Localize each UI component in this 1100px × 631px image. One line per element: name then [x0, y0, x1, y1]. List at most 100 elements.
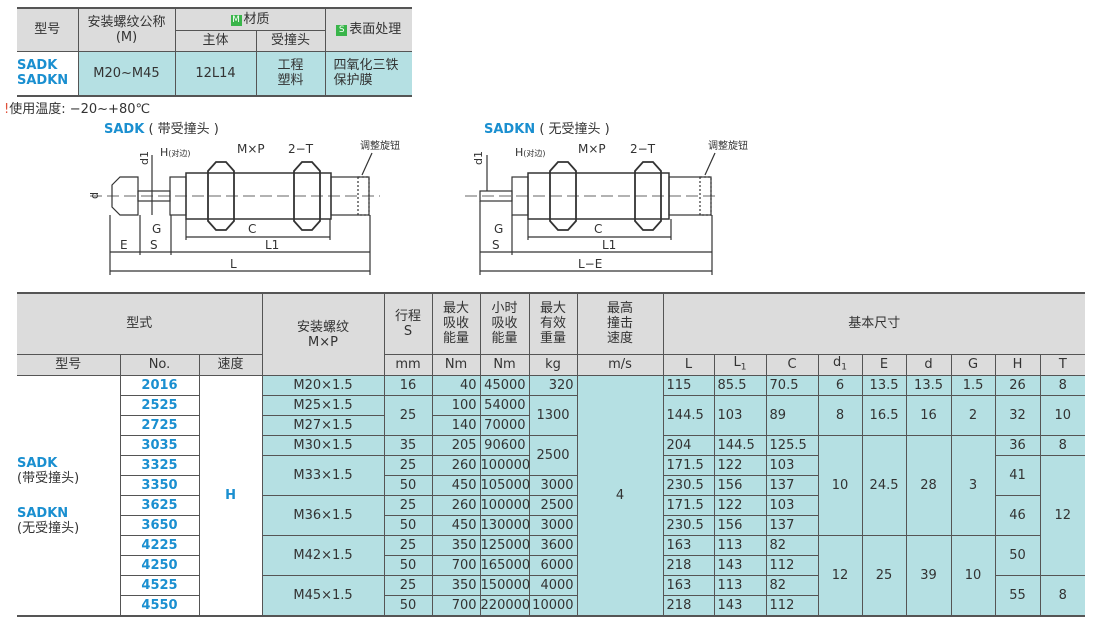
label-e: E: [120, 238, 128, 252]
header-type: 型式: [17, 292, 263, 355]
unit-weight: kg: [528, 353, 578, 377]
no-cell: 3325: [119, 455, 200, 477]
label-l1: L1: [265, 238, 279, 252]
h-cell: 55: [994, 575, 1041, 617]
c-cell: 82: [765, 535, 819, 557]
label-H: H(对边): [160, 146, 191, 159]
no-cell: 4250: [119, 555, 200, 577]
unit-stroke: mm: [383, 353, 433, 377]
c-cell: 112: [765, 555, 819, 577]
stroke-cell: 25: [383, 535, 433, 557]
surface-cell: 四氧化三铁保护膜: [324, 50, 413, 97]
l-cell: 230.5: [662, 475, 715, 497]
e-cell: 16.5: [861, 395, 907, 437]
h-cell: 36: [994, 435, 1041, 457]
l-cell: 230.5: [662, 515, 715, 537]
label-c: C: [248, 222, 256, 236]
energy-cell: 260: [431, 495, 481, 517]
label-l: L: [230, 257, 237, 271]
l-cell: 218: [662, 555, 715, 577]
energy-cell: 700: [431, 595, 481, 617]
weight-cell: 320: [528, 375, 578, 397]
l1-cell: 144.5: [713, 435, 767, 457]
model-name: SADKN: [17, 505, 69, 521]
unit-hour-energy: Nm: [479, 353, 530, 377]
g-cell: 1.5: [950, 375, 996, 397]
l-cell: 204: [662, 435, 715, 457]
hour-cell: 125000: [479, 535, 530, 557]
weight-cell: 2500: [528, 495, 578, 517]
weight-cell: 6000: [528, 555, 578, 577]
energy-cell: 260: [431, 455, 481, 477]
header-dim-c: C: [765, 353, 819, 377]
energy-cell: 350: [431, 535, 481, 557]
header-dimensions: 基本尺寸: [662, 292, 1086, 355]
no-cell: 2725: [119, 415, 200, 437]
weight-cell: 1300: [528, 395, 578, 437]
label-H: H(对边): [515, 146, 546, 159]
l-cell: 144.5: [662, 395, 715, 437]
label-c: C: [594, 222, 602, 236]
weight-cell: 10000: [528, 595, 578, 617]
header-body: 主体: [175, 29, 257, 52]
weight-cell: 4000: [528, 575, 578, 597]
label-d: d: [90, 192, 101, 199]
l1-cell: 103: [713, 395, 767, 437]
energy-cell: 700: [431, 555, 481, 577]
warning-icon: !: [4, 102, 10, 117]
thread-cell: M30×1.5: [261, 435, 385, 457]
energy-cell: 40: [431, 375, 481, 397]
no-cell: 3650: [119, 515, 200, 537]
l1-cell: 85.5: [713, 375, 767, 397]
l1-cell: 122: [713, 495, 767, 517]
label-g: G: [494, 222, 503, 236]
label-s: S: [150, 238, 158, 252]
header-energy: 最大吸收能量: [431, 292, 481, 355]
surface-badge-icon: S: [336, 25, 348, 37]
h-cell: 32: [994, 395, 1041, 437]
stroke-cell: 50: [383, 555, 433, 577]
label-g: G: [152, 222, 161, 236]
label-d1: d1: [472, 151, 485, 165]
l1-cell: 143: [713, 555, 767, 577]
thread-cell: M42×1.5: [261, 535, 385, 577]
label-mxp: M×P: [578, 142, 606, 156]
energy-cell: 140: [431, 415, 481, 437]
h-cell: 46: [994, 495, 1041, 537]
label-l: L−E: [578, 257, 602, 271]
d1-cell: 6: [817, 375, 863, 397]
label-mxp: M×P: [237, 142, 265, 156]
stroke-cell: 50: [383, 475, 433, 497]
e-cell: 25: [861, 535, 907, 617]
header-dim-d: d: [905, 353, 952, 377]
label-l1: L1: [602, 238, 616, 252]
thread-cell: M20×1.5: [261, 375, 385, 397]
hour-cell: 90600: [479, 435, 530, 457]
header-velocity: 最高撞击速度: [576, 292, 664, 355]
unit-energy: Nm: [431, 353, 481, 377]
e-cell: 13.5: [861, 375, 907, 397]
energy-cell: 450: [431, 515, 481, 537]
d-cell: 28: [905, 435, 952, 537]
no-cell: 2525: [119, 395, 200, 417]
energy-cell: 205: [431, 435, 481, 457]
t-cell: 10: [1039, 395, 1086, 437]
temperature-note: !使用温度: −20~+80℃: [4, 102, 151, 117]
vel-cell: 4: [576, 375, 664, 617]
header-model: 型号: [17, 353, 121, 377]
header-dim-l: L: [662, 353, 715, 377]
t-cell: 8: [1039, 375, 1086, 397]
d1-cell: 10: [817, 435, 863, 537]
label-d1: d1: [138, 151, 151, 165]
header-dim-t: T: [1039, 353, 1086, 377]
no-cell: 3035: [119, 435, 200, 457]
sadkn-drawing: H(对边) M×P 2−T 调整旋钮 d1 G C S L1 L−E: [465, 139, 748, 275]
